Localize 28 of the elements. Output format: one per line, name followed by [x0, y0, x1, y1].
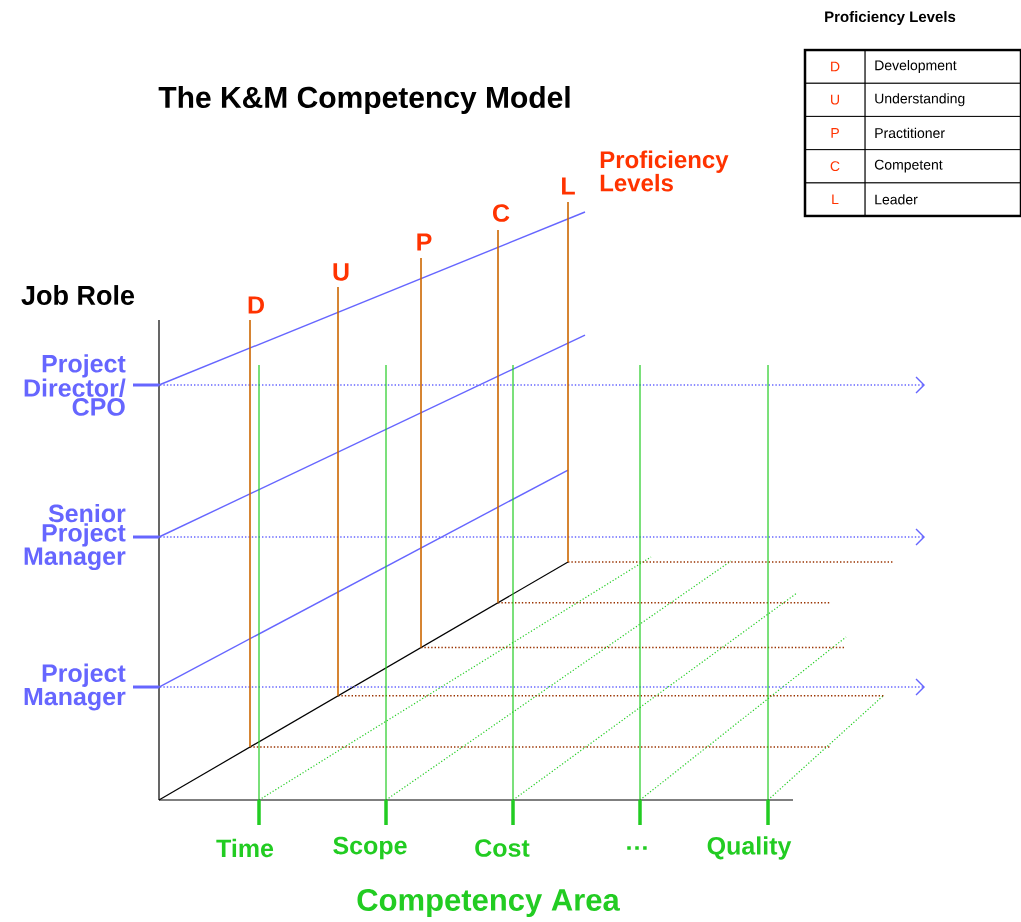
- level-letter: D: [248, 296, 264, 314]
- level-letter: C: [493, 204, 510, 222]
- level-letter: L: [562, 177, 575, 195]
- table-cell: Practitioner: [864, 116, 1021, 150]
- level-letter: U: [333, 263, 349, 281]
- area-label: Quality: [707, 836, 792, 860]
- axis-title: Job Role: [21, 285, 135, 305]
- level-letter: P: [417, 233, 432, 251]
- table-cell: P: [804, 116, 866, 150]
- table-cell: U: [804, 82, 866, 117]
- table-cell: Leader: [864, 182, 1021, 217]
- area-label: Cost: [475, 839, 530, 857]
- table-cell: Understanding: [864, 82, 1021, 117]
- area-label: Scope: [333, 836, 407, 860]
- table-heading: Proficiency Levels: [825, 11, 956, 25]
- table-cell: L: [804, 182, 866, 217]
- area-label: …: [627, 846, 647, 850]
- table-cell: C: [804, 149, 866, 184]
- table-cell: D: [804, 49, 866, 84]
- role-label: Senior Project Manager: [24, 503, 126, 571]
- role-label: Project Manager: [24, 663, 126, 711]
- area-label: Time: [216, 838, 274, 858]
- axis-title: Competency Area: [357, 889, 620, 918]
- table-cell: Development: [864, 49, 1021, 84]
- axis-title: Proficiency Levels: [600, 150, 729, 192]
- title: The K&M Competency Model: [158, 86, 570, 114]
- role-label: Project Director/ CPO: [24, 354, 126, 416]
- table-cell: Competent: [864, 149, 1021, 184]
